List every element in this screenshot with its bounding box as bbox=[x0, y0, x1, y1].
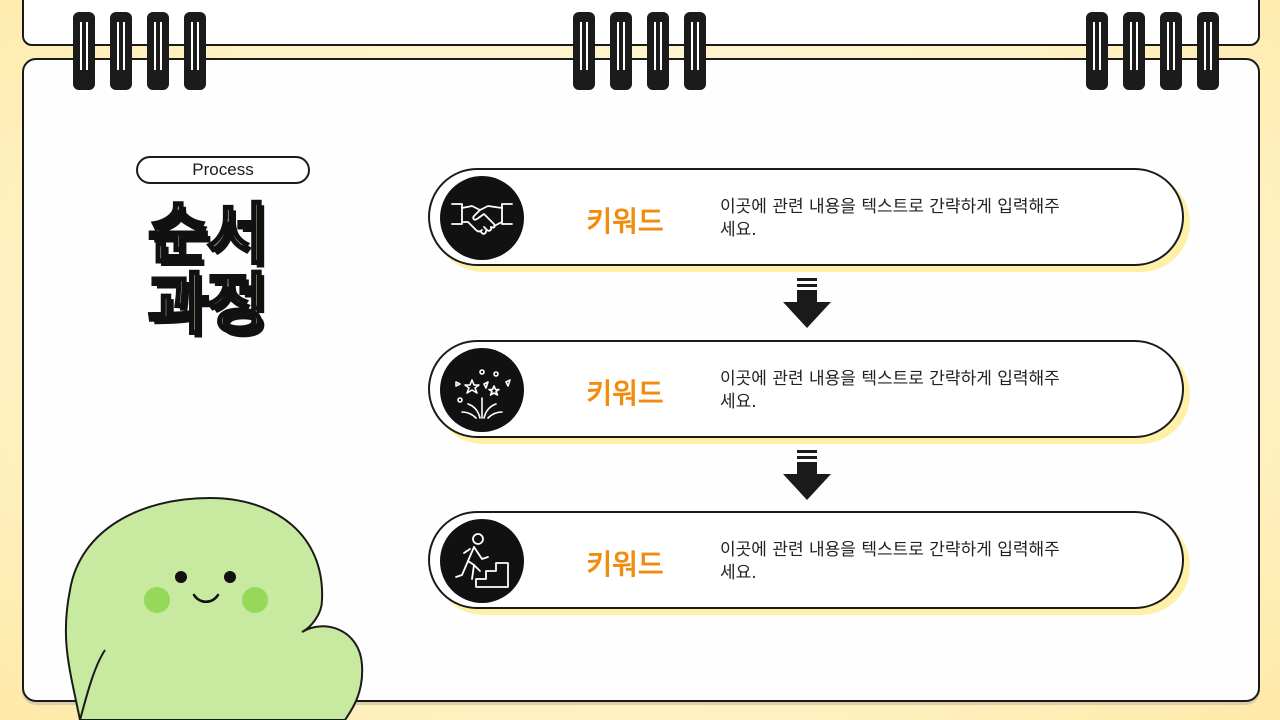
step-2-icon-badge bbox=[440, 348, 524, 432]
binder-ring bbox=[647, 12, 669, 90]
step-card-1: 키워드 이곳에 관련 내용을 텍스트로 간략하게 입력해주 세요. bbox=[428, 168, 1184, 266]
handshake-icon bbox=[451, 203, 513, 235]
step-2-desc-line-1: 이곳에 관련 내용을 텍스트로 간략하게 입력해주 bbox=[720, 369, 1060, 389]
binder-rings-center bbox=[573, 12, 706, 90]
step-3-desc-line-1: 이곳에 관련 내용을 텍스트로 간략하게 입력해주 bbox=[720, 540, 1060, 560]
green-mascot-illustration bbox=[64, 496, 364, 720]
step-card-3: 키워드 이곳에 관련 내용을 텍스트로 간략하게 입력해주 세요. bbox=[428, 511, 1184, 609]
step-card-2: 키워드 이곳에 관련 내용을 텍스트로 간략하게 입력해주 세요. bbox=[428, 340, 1184, 438]
binder-ring bbox=[73, 12, 95, 90]
step-2-keyword: 키워드 bbox=[586, 377, 664, 410]
step-2-description: 이곳에 관련 내용을 텍스트로 간략하게 입력해주 세요. bbox=[720, 368, 1120, 414]
binder-ring bbox=[573, 12, 595, 90]
title-line-2: 과정 bbox=[147, 266, 269, 343]
step-1-icon-badge bbox=[440, 176, 524, 260]
step-1-desc-line-2: 세요. bbox=[720, 220, 757, 240]
down-arrow-icon bbox=[783, 450, 831, 500]
binder-ring bbox=[110, 12, 132, 90]
binder-ring bbox=[610, 12, 632, 90]
down-arrow-icon bbox=[783, 278, 831, 328]
page-title: 순서 과정 bbox=[147, 196, 308, 343]
step-1-desc-line-1: 이곳에 관련 내용을 텍스트로 간략하게 입력해주 bbox=[720, 197, 1060, 217]
binder-ring bbox=[184, 12, 206, 90]
notebook-back-sheet bbox=[22, 0, 1260, 46]
binder-ring bbox=[684, 12, 706, 90]
step-3-description: 이곳에 관련 내용을 텍스트로 간략하게 입력해주 세요. bbox=[720, 539, 1120, 585]
step-3-icon-badge bbox=[440, 519, 524, 603]
title-line-1: 순서 bbox=[147, 196, 269, 273]
climbing-stairs-icon bbox=[455, 533, 509, 588]
binder-ring bbox=[1086, 12, 1108, 90]
step-3-desc-line-2: 세요. bbox=[720, 563, 757, 583]
binder-rings-left bbox=[73, 12, 206, 90]
step-3-keyword: 키워드 bbox=[586, 548, 664, 581]
binder-ring bbox=[1123, 12, 1145, 90]
step-1-keyword: 키워드 bbox=[586, 205, 664, 238]
process-tag: Process bbox=[136, 156, 310, 184]
binder-rings-right bbox=[1086, 12, 1219, 90]
step-1-description: 이곳에 관련 내용을 텍스트로 간략하게 입력해주 세요. bbox=[720, 196, 1120, 242]
binder-ring bbox=[147, 12, 169, 90]
binder-ring bbox=[1197, 12, 1219, 90]
step-2-desc-line-2: 세요. bbox=[720, 392, 757, 412]
binder-ring bbox=[1160, 12, 1182, 90]
fireworks-icon bbox=[455, 369, 511, 419]
